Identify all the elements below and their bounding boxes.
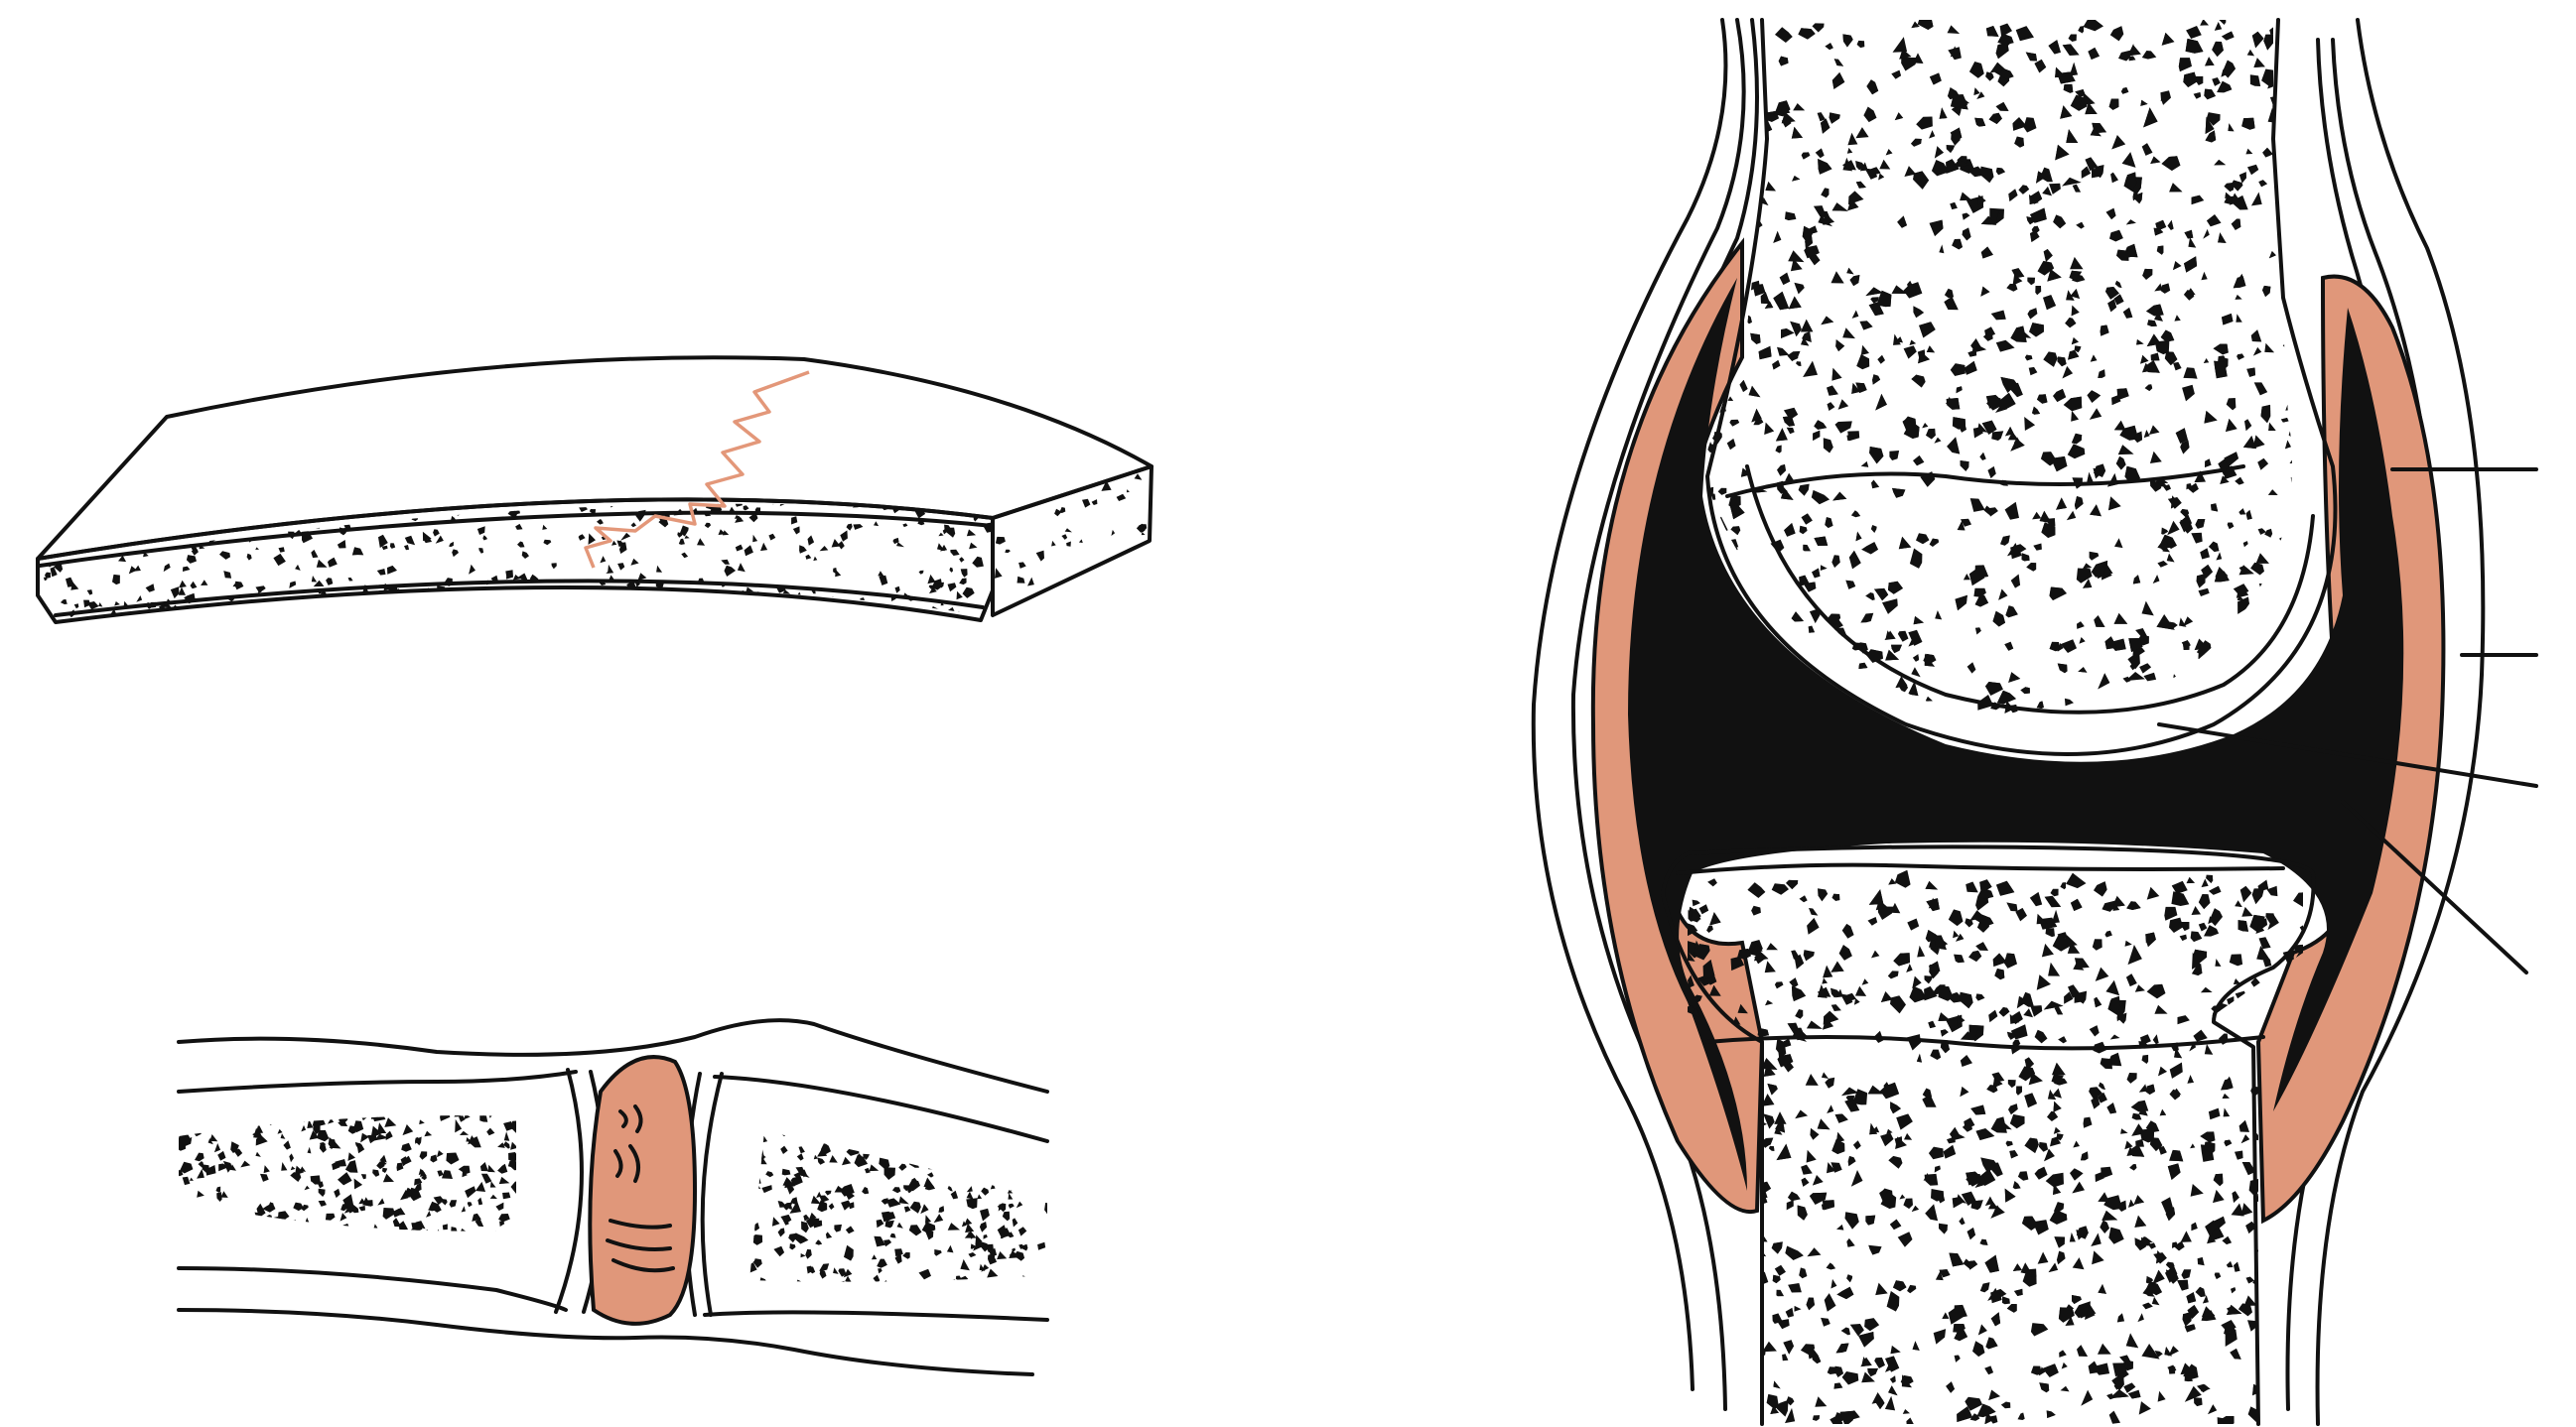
- leader-line-4: [2341, 800, 2528, 974]
- suture-front-lower-line: [54, 579, 985, 617]
- suture-bone-side-face: [991, 464, 1153, 617]
- leader-lines: [2157, 467, 2538, 974]
- spongy-bone-right: [749, 1131, 1047, 1282]
- articular-cartilage-tibia: [1676, 862, 2285, 875]
- synovial-joint: [1531, 18, 2538, 1426]
- fibrocartilage-pad: [588, 1055, 698, 1326]
- outer-soft-tissue-top: [177, 1018, 1049, 1094]
- bone-outline-top: [177, 1070, 1049, 1143]
- outer-tissue-right: [2315, 18, 2486, 1426]
- spongy-bone-left: [179, 1115, 516, 1232]
- femur-outline: [1705, 18, 2338, 756]
- suture-front-inner-line: [38, 510, 995, 568]
- bone-outline-bottom: [177, 1266, 1049, 1322]
- articular-cartilage-femur: [1745, 464, 2315, 714]
- fibrous-joint-suture: [36, 355, 1153, 624]
- tibia-outline: [1661, 844, 2316, 1426]
- outer-soft-tissue-bottom: [177, 1308, 1034, 1376]
- left-bone-end: [554, 1068, 584, 1314]
- suture-seam: [584, 370, 810, 569]
- spongy-bone-tibia: [1688, 869, 2303, 1424]
- suture-bone-front-edge: [36, 497, 995, 624]
- right-bone-end: [700, 1072, 724, 1317]
- spongy-bone-texture-side: [990, 466, 1152, 615]
- joint-cavity: [1628, 278, 2404, 1191]
- fibrocartilage-lines: [606, 1104, 675, 1273]
- outer-tissue-left: [1531, 18, 1728, 1391]
- spongy-bone-femur: [1702, 20, 2292, 714]
- growth-plate-tibia: [1705, 1035, 2265, 1051]
- growth-plate-femur: [1725, 464, 2245, 498]
- leader-line-3: [2157, 722, 2538, 788]
- cartilaginous-joint: [177, 1018, 1049, 1376]
